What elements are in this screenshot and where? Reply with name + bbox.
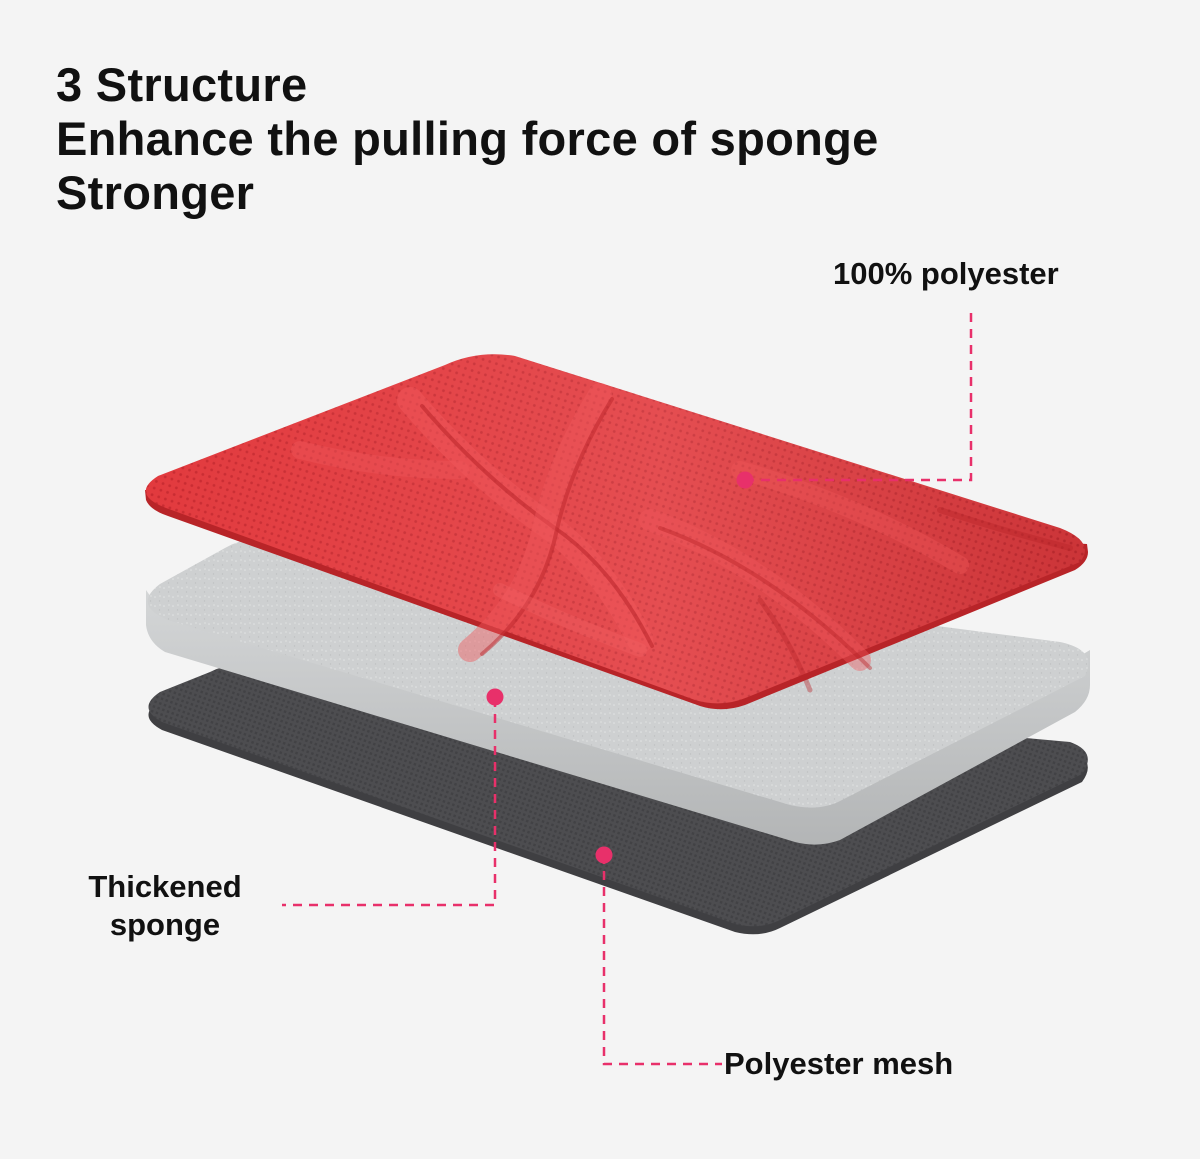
label-sponge: Thickened sponge xyxy=(60,868,270,944)
marker-dot-polyester xyxy=(737,472,754,489)
label-sponge-line-1: Thickened xyxy=(60,868,270,906)
label-polyester: 100% polyester xyxy=(833,255,1059,293)
label-sponge-line-2: sponge xyxy=(60,906,270,944)
marker-dot-sponge xyxy=(487,689,504,706)
marker-dot-mesh xyxy=(596,847,613,864)
label-mesh: Polyester mesh xyxy=(724,1045,953,1083)
